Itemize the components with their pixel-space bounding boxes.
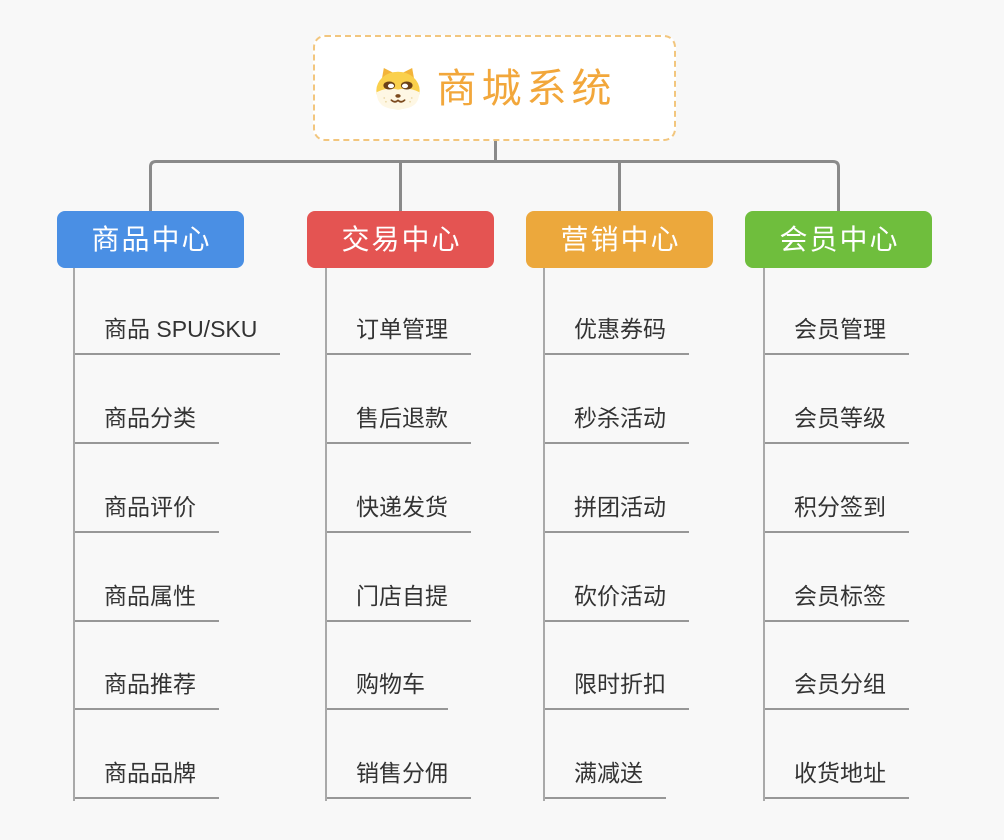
leaf-column-trade: 订单管理 售后退款 快递发货 门店自提 购物车 销售分佣	[325, 268, 557, 801]
leaf-topic[interactable]: 秒杀活动	[545, 399, 689, 444]
leaf-topic[interactable]: 会员等级	[765, 399, 909, 444]
branch-label: 交易中心	[341, 223, 462, 255]
dog-mascot-icon	[373, 66, 423, 110]
branch-bus-line	[149, 160, 840, 211]
leaf-topic[interactable]: 商品分类	[75, 399, 219, 444]
leaf-topic[interactable]: 商品 SPU/SKU	[75, 310, 281, 355]
root-title: 商城系统	[436, 67, 617, 111]
leaf-topic[interactable]: 满减送	[545, 754, 666, 799]
leaf-topic[interactable]: 商品属性	[75, 577, 219, 622]
leaf-topic[interactable]: 门店自提	[327, 577, 471, 622]
leaf-topic[interactable]: 销售分佣	[327, 754, 471, 799]
leaf-column-member: 会员管理 会员等级 积分签到 会员标签 会员分组 收货地址	[763, 268, 995, 801]
branch-label: 商品中心	[91, 223, 212, 255]
leaf-topic[interactable]: 会员标签	[765, 577, 909, 622]
branch-node-marketing-center[interactable]: 营销中心	[526, 211, 713, 268]
leaf-topic[interactable]: 限时折扣	[545, 665, 689, 710]
leaf-topic[interactable]: 砍价活动	[545, 577, 689, 622]
leaf-column-marketing: 优惠券码 秒杀活动 拼团活动 砍价活动 限时折扣 满减送	[543, 268, 775, 801]
branch-node-member-center[interactable]: 会员中心	[745, 211, 932, 268]
leaf-topic[interactable]: 会员管理	[765, 310, 909, 355]
leaf-topic[interactable]: 商品评价	[75, 488, 219, 533]
branch-label: 营销中心	[560, 223, 681, 255]
leaf-topic[interactable]: 收货地址	[765, 754, 909, 799]
leaf-topic[interactable]: 商品推荐	[75, 665, 219, 710]
branch-label: 会员中心	[779, 223, 900, 255]
leaf-topic[interactable]: 售后退款	[327, 399, 471, 444]
branch-node-trade-center[interactable]: 交易中心	[307, 211, 494, 268]
leaf-topic[interactable]: 优惠券码	[545, 310, 689, 355]
leaf-topic[interactable]: 商品品牌	[75, 754, 219, 799]
leaf-topic[interactable]: 购物车	[327, 665, 448, 710]
leaf-topic[interactable]: 快递发货	[327, 488, 471, 533]
branch-node-product-center[interactable]: 商品中心	[57, 211, 244, 268]
leaf-topic[interactable]: 会员分组	[765, 665, 909, 710]
leaf-column-product: 商品 SPU/SKU 商品分类 商品评价 商品属性 商品推荐 商品品牌	[73, 268, 305, 801]
leaf-topic[interactable]: 积分签到	[765, 488, 909, 533]
leaf-topic[interactable]: 订单管理	[327, 310, 471, 355]
leaf-topic[interactable]: 拼团活动	[545, 488, 689, 533]
root-node[interactable]: 商城系统	[313, 35, 676, 141]
